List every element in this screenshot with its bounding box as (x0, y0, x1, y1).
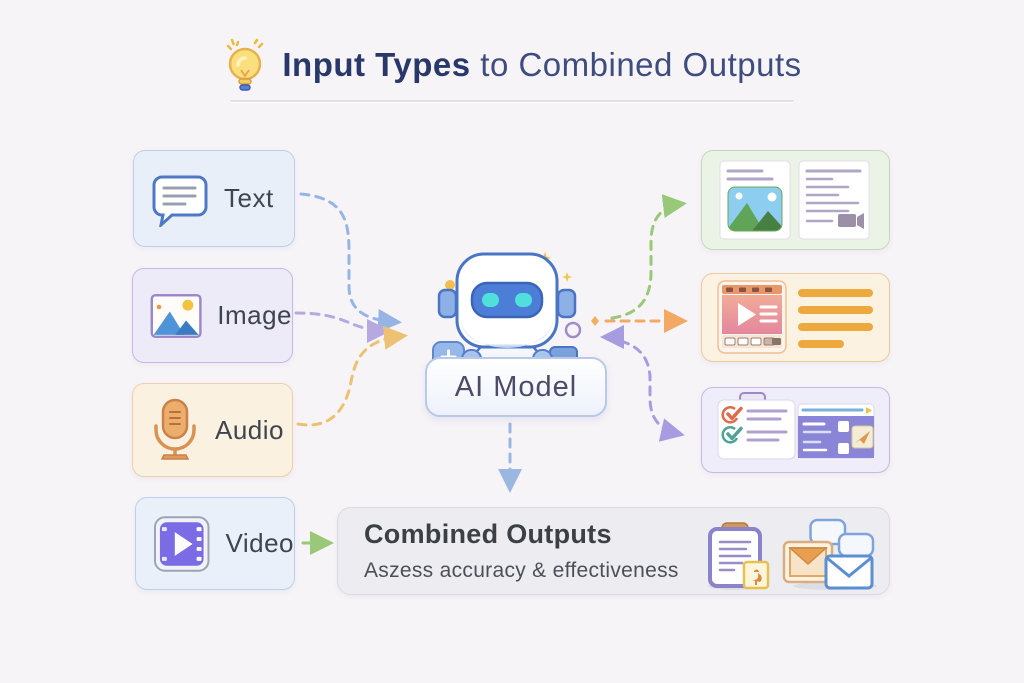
ai-model-label: AI Model (454, 370, 578, 403)
input-label-image: Image (217, 300, 292, 330)
video-player-icon (153, 515, 210, 572)
input-card-text: Text (133, 150, 295, 247)
output-card-image-text (701, 150, 890, 250)
sparkle-diamond (591, 316, 599, 326)
arrow-model-to-output1 (610, 194, 687, 320)
input-label-text: Text (224, 183, 274, 213)
input-label-video: Video (225, 528, 294, 558)
photo-and-text-documents-icon (719, 160, 870, 240)
clipboard-icon (708, 522, 770, 590)
output-card-checklist-card (701, 387, 890, 473)
header: Input Types to Combined Outputs (0, 36, 1024, 94)
input-card-video: Video (135, 497, 295, 590)
title-emphasis: Input Types (282, 46, 471, 83)
combined-outputs-subtitle: Aszess accuracy & effectiveness (364, 559, 679, 582)
combined-outputs-title: Combined Outputs (364, 519, 612, 549)
title-divider (230, 100, 794, 102)
ai-model-node: AI Model (425, 357, 607, 417)
picture-icon (150, 293, 202, 338)
video-with-text-icon (717, 280, 873, 354)
checklist-and-card-icon (717, 392, 875, 460)
microphone-icon (154, 398, 196, 460)
mail-messages-icon (782, 518, 877, 590)
speech-bubble-icon (152, 175, 208, 227)
output-card-video-text (701, 273, 890, 362)
arrow-text-to-model (299, 192, 402, 333)
page-title: Input Types to Combined Outputs (282, 46, 801, 84)
input-card-audio: Audio (132, 383, 293, 477)
lightbulb-icon (227, 38, 264, 91)
input-card-image: Image (132, 268, 293, 363)
arrow-model-to-output3 (604, 336, 685, 442)
arrow-audio-to-model (296, 325, 408, 427)
combined-outputs-panel: Combined Outputs Aszess accuracy & effec… (337, 507, 890, 595)
arrow-image-to-model (294, 311, 391, 343)
input-label-audio: Audio (215, 414, 284, 445)
title-rest: to Combined Outputs (470, 46, 802, 83)
